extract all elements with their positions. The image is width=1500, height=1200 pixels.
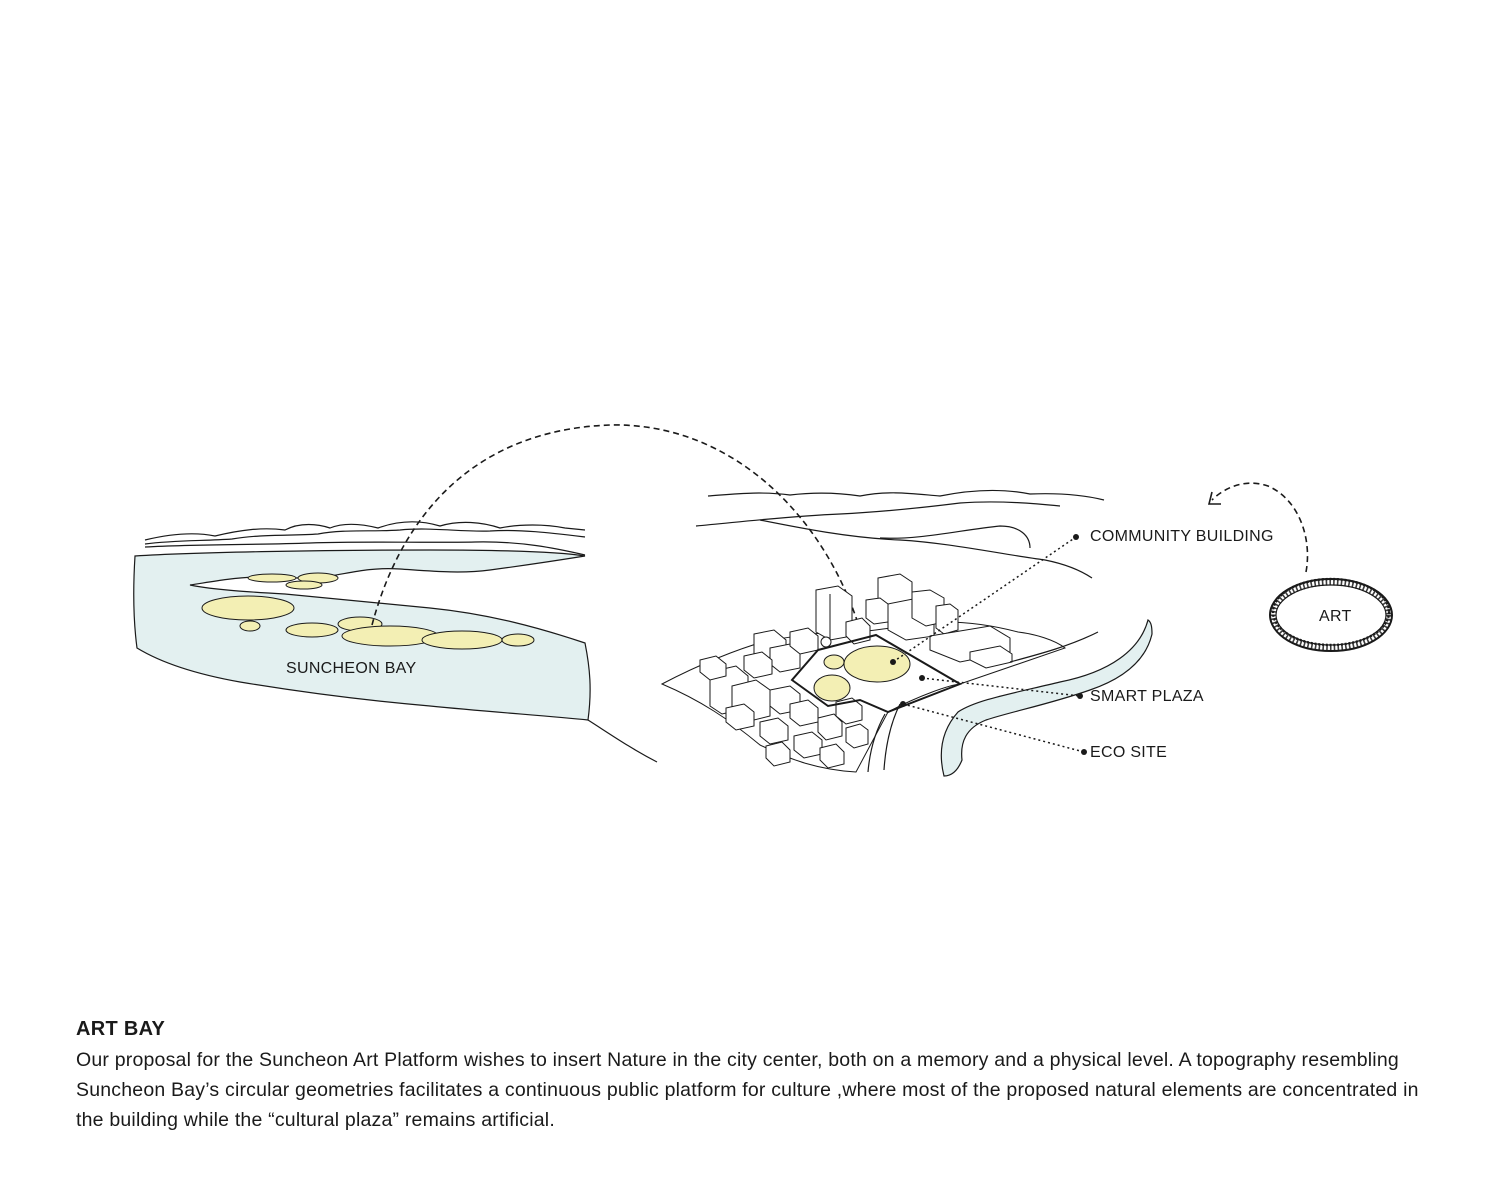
building [743, 651, 773, 679]
building [725, 703, 755, 731]
caption-body: Our proposal for the Suncheon Art Platfo… [76, 1049, 1419, 1131]
label-community-building: COMMUNITY BUILDING [1090, 528, 1274, 545]
site-mountain-ridge-2 [695, 501, 1061, 527]
terrain-line [867, 713, 886, 773]
leader-dot [900, 701, 906, 707]
building [765, 741, 791, 767]
wetland-patch [285, 622, 339, 638]
bay-landscape [144, 521, 586, 556]
tower [935, 603, 959, 635]
site-mountains [695, 489, 1105, 579]
label-smart-plaza: SMART PLAZA [1090, 688, 1204, 705]
site-mountain-ridge-4 [879, 525, 1031, 549]
site-green-plaza [843, 645, 911, 683]
leader-eco [902, 703, 1085, 753]
concept-diagram: SUNCHEON BAY [133, 424, 1393, 777]
site-green-small [823, 654, 845, 670]
building [845, 723, 869, 749]
leader-dot [890, 659, 896, 665]
site-boundary [790, 633, 963, 714]
building [835, 697, 863, 725]
bay-mountain-ridge-2 [144, 528, 586, 545]
terrain-line [1009, 631, 1099, 663]
building [817, 713, 843, 741]
site-terrain-lines [867, 631, 1099, 773]
caption: ART BAY Our proposal for the Suncheon Ar… [76, 1018, 1426, 1135]
leader-dot [919, 675, 925, 681]
building [699, 655, 727, 681]
leader-dot [1081, 749, 1087, 755]
leader-dot [1073, 534, 1079, 540]
wetland-patch [421, 630, 503, 650]
label-eco-site: ECO SITE [1090, 744, 1167, 761]
wetland-patch [501, 633, 535, 647]
bay-mountain-ridge-3 [144, 541, 586, 556]
wetland-patch [247, 573, 297, 583]
wetland-patch [201, 595, 295, 621]
art-arrow-arc [1211, 482, 1309, 573]
leader-dots [890, 534, 1087, 755]
bay-hillside [587, 719, 658, 763]
label-art: ART [1319, 608, 1352, 625]
caption-title: ART BAY [76, 1018, 166, 1040]
leader-community [892, 536, 1077, 663]
art-arrowhead [1207, 491, 1221, 505]
river [940, 619, 1153, 777]
label-suncheon-bay: SUNCHEON BAY [286, 660, 416, 677]
site-mountain-ridge-3 [759, 519, 1093, 579]
leader-dot [1077, 693, 1083, 699]
leader-lines [892, 536, 1085, 753]
wetland-patch [285, 580, 323, 590]
building [865, 597, 889, 625]
site-roundabout [820, 636, 832, 648]
site-mountain-ridge [707, 489, 1105, 501]
city-blocks [660, 573, 1067, 773]
art-ring-heads [1271, 577, 1391, 647]
building [759, 717, 789, 745]
leader-plaza [921, 677, 1081, 697]
wetland-patch [239, 620, 261, 632]
art-people-ring [1269, 577, 1393, 652]
bay-wetlands [201, 572, 535, 650]
bay-mountain-ridge [144, 521, 586, 541]
terrain-line [883, 703, 901, 771]
site-green-eco [813, 674, 851, 702]
memory-arc [371, 424, 869, 661]
building [819, 743, 845, 769]
